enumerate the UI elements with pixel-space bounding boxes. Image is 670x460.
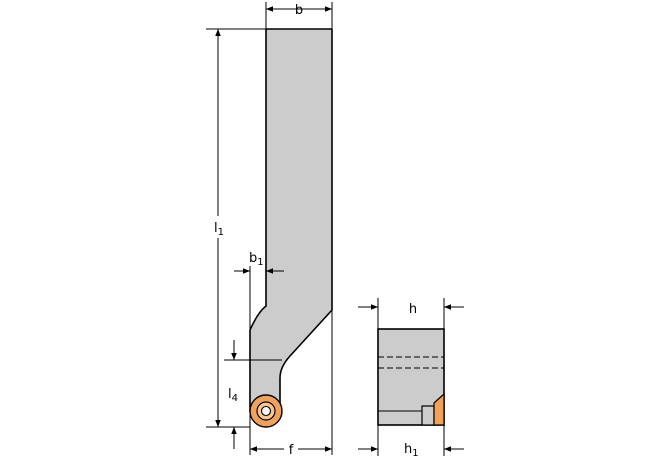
dimension-b1-label: b1 — [249, 251, 264, 268]
dimension-h-label: h — [409, 302, 417, 317]
dimension-h — [358, 298, 464, 329]
dimension-h1 — [358, 425, 464, 456]
dimension-h1-label: h1 — [404, 442, 419, 459]
tool-shank-side-view — [249, 28, 333, 413]
dimension-b — [265, 2, 333, 29]
dimension-f-label: f — [289, 443, 294, 458]
dimension-l4 — [224, 340, 282, 449]
dimension-b1 — [234, 266, 284, 330]
round-insert — [249, 394, 283, 428]
dimension-l4-label: l4 — [228, 387, 238, 404]
insert-seat — [421, 405, 435, 426]
dimension-b-label: b — [295, 3, 303, 18]
hidden-lines — [378, 356, 444, 369]
dimension-l1-label: l1 — [214, 221, 224, 238]
tool-shank-end-view — [377, 328, 445, 426]
